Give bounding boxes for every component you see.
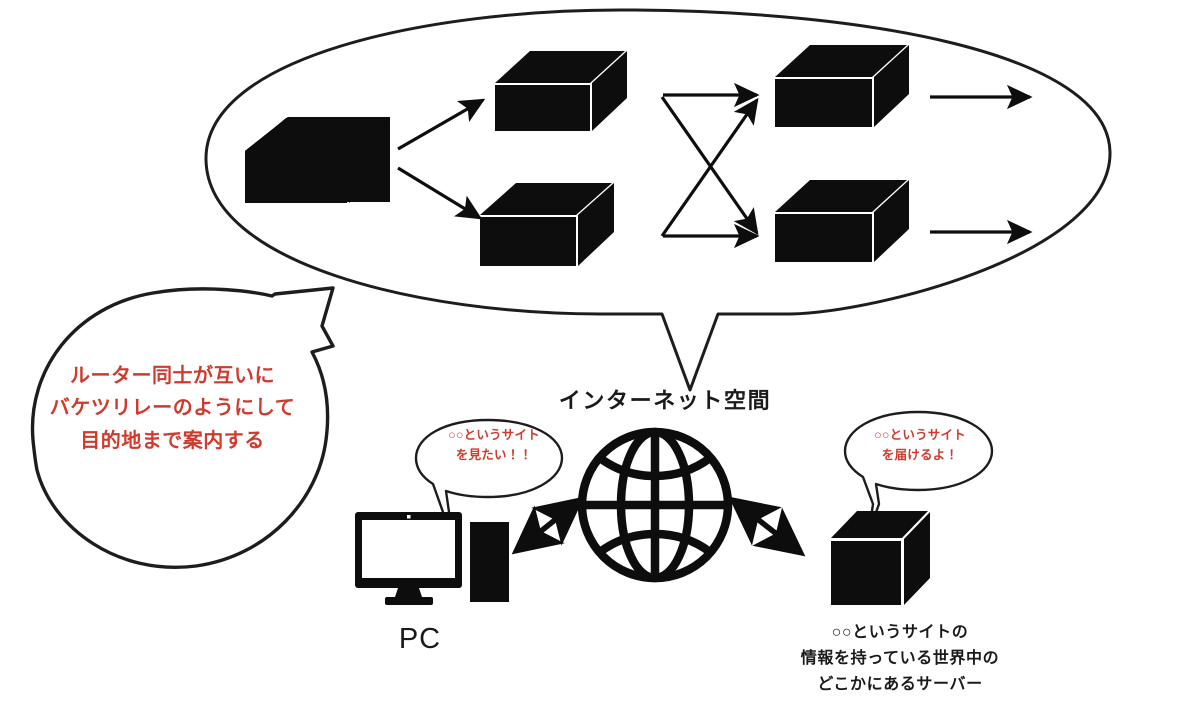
- pc-label: PC: [398, 623, 442, 655]
- pc-speech-bubble: [414, 418, 564, 542]
- pc-speech-bubble-text: ○○というサイト を見たい！！: [448, 428, 540, 462]
- arrow-ingress-to-top1: [397, 98, 486, 151]
- internet-space-label: インターネット空間: [558, 388, 772, 413]
- server-cube-icon: [831, 511, 930, 605]
- router-top-2: [775, 45, 909, 127]
- server-speech-bubble: [843, 410, 994, 534]
- router-top-1: [495, 51, 627, 131]
- router-relay-callout-bubble: [30, 286, 335, 569]
- arrow-cross-down: [660, 96, 759, 236]
- arrow-globe-server: [728, 496, 806, 557]
- router-bottom-1: [480, 183, 614, 266]
- globe-icon: [577, 427, 733, 583]
- arrow-pc-globe: [511, 496, 585, 555]
- router-bottom-2: [775, 180, 909, 262]
- arrow-cross-up: [660, 97, 759, 237]
- pc-icon: [355, 512, 509, 605]
- router-relay-callout-text: ルーター同士が互いに バケツリレーのようにして 目的地まで案内する: [49, 365, 296, 452]
- arrow-ingress-to-bottom1: [397, 166, 483, 220]
- server-speech-bubble-text: ○○というサイト を届けるよ！: [874, 428, 966, 462]
- server-caption: ○○というサイトの 情報を持っている世界中の どこかにあるサーバー: [800, 624, 1000, 693]
- router-ingress: [245, 117, 390, 203]
